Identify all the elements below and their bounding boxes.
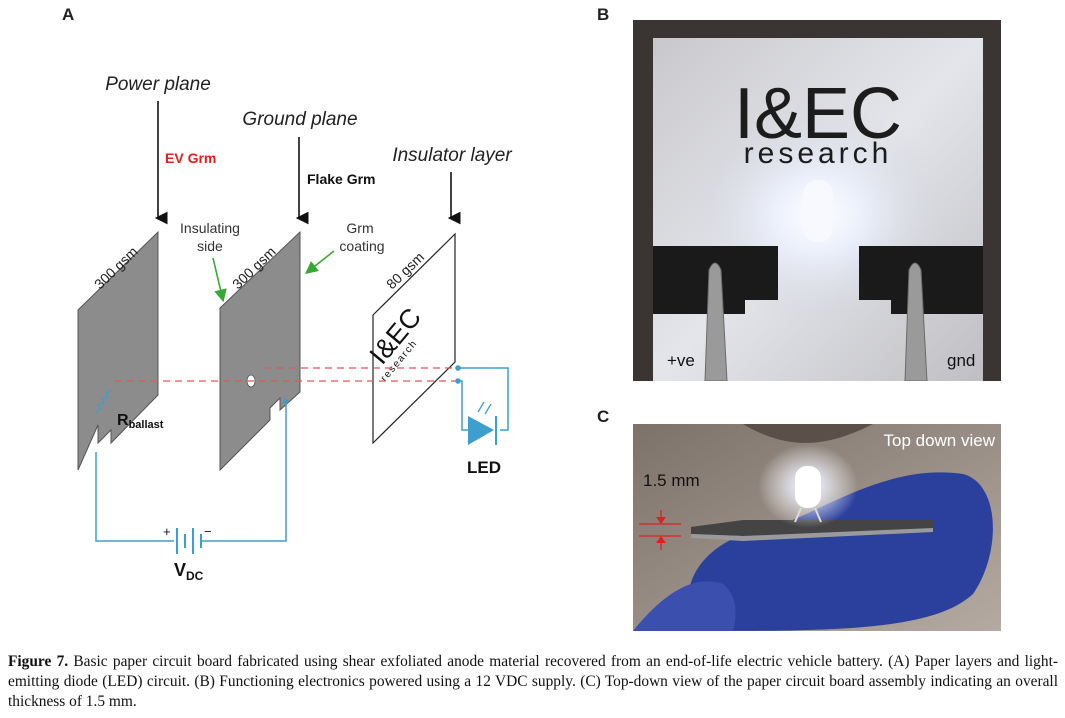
vdc-label: VDC [174, 560, 204, 583]
thickness-arrow-down [656, 517, 666, 524]
plus-ve-label: +ve [667, 351, 695, 370]
resistor-symbol [95, 390, 112, 413]
ground-plane-label: Ground plane [242, 109, 357, 130]
insulating-side-label-1: Insulating [180, 220, 240, 236]
led-wire-right [458, 367, 509, 431]
led-symbol [468, 416, 494, 445]
insulating-side-arrow [212, 257, 227, 303]
flake-grm-label: Flake Grm [307, 171, 375, 187]
battery-minus: − [204, 524, 212, 539]
circuit-diagram: Power plane Ground plane Insulator layer… [77, 74, 512, 583]
insulator-layer [372, 232, 456, 445]
panel-label-c: C [597, 407, 610, 426]
glove-finger [633, 581, 736, 631]
photo-top-down-view: 1.5 mm Top down view [633, 424, 1001, 631]
clip-right [904, 262, 928, 381]
led-light-ray-1 [477, 401, 485, 413]
led-wire-left [458, 380, 468, 431]
insulator-layer-label: Insulator layer [392, 145, 512, 166]
panel-label-a: A [62, 5, 75, 24]
photo-b-illustration: I&EC research +ve gnd [633, 20, 1001, 381]
led-label: LED [467, 458, 501, 477]
photo-logo-top: I&EC [734, 74, 902, 154]
resistor-label: Rballast [117, 412, 164, 431]
battery-wire-right [202, 401, 287, 542]
led-light-ray-2 [484, 403, 492, 415]
thickness-arrow-up [656, 536, 666, 543]
blue-glove [687, 472, 993, 631]
thickness-label: 1.5 mm [643, 471, 700, 490]
ev-grm-label: EV Grm [165, 150, 216, 166]
figure-label: Figure 7. [8, 653, 69, 670]
photo-logo-bottom: research [744, 137, 893, 170]
figure-caption-text: Basic paper circuit board fabricated usi… [8, 653, 1058, 710]
led-body [803, 180, 833, 242]
battery-wire-left [95, 452, 174, 542]
ground-plane [219, 230, 301, 472]
battery-plus: + [163, 524, 171, 539]
board-edge [691, 520, 933, 536]
insulating-side-label-2: side [197, 238, 223, 254]
led-body-c [795, 466, 821, 508]
gnd-label: gnd [947, 351, 975, 370]
grm-coating-label-1: Grm [346, 220, 373, 236]
photo-c-illustration: 1.5 mm Top down view [633, 424, 1001, 631]
grm-coating-arrow [304, 250, 335, 274]
top-down-view-label: Top down view [883, 431, 995, 450]
grm-coating-label-2: coating [339, 238, 384, 254]
panel-label-b: B [597, 5, 610, 24]
clip-left [704, 262, 728, 381]
figure-caption: Figure 7. Basic paper circuit board fabr… [8, 652, 1058, 712]
photo-led-circuit: I&EC research +ve gnd [633, 20, 1001, 381]
power-plane-label: Power plane [105, 74, 211, 95]
